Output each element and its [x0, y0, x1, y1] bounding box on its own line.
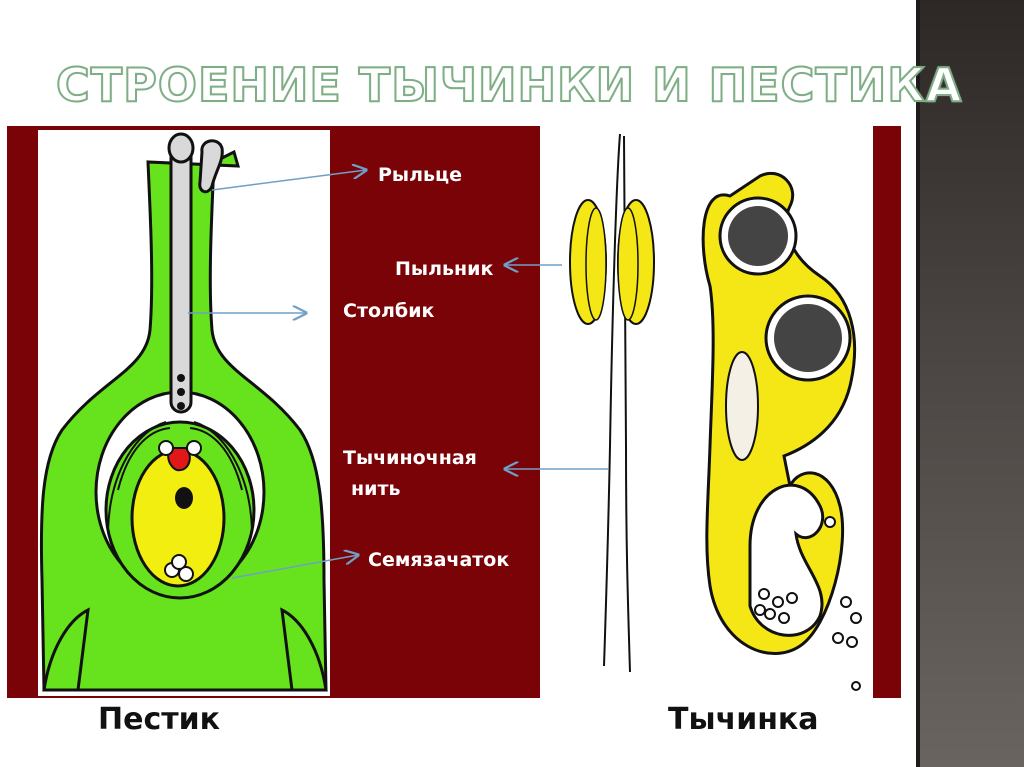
label-anther: Пыльник	[395, 258, 494, 280]
label-ovule: Семязачаток	[368, 549, 510, 571]
label-filament-line2: нить	[351, 478, 401, 500]
label-style: Столбик	[343, 300, 435, 322]
stamen-illustration	[540, 126, 680, 698]
pistil-illustration	[39, 132, 328, 692]
caption-stamen: Тычинка	[668, 702, 819, 737]
slide-title: СТРОЕНИЕ ТЫЧИНКИ И ПЕСТИКА	[55, 57, 963, 113]
label-stigma: Рыльце	[378, 164, 463, 186]
maroon-right-border	[873, 126, 901, 698]
caption-pistil: Пестик	[98, 702, 221, 737]
anther-cross-section	[680, 126, 870, 698]
label-filament-line1: Тычиночная	[343, 447, 477, 469]
decorative-side-strip	[916, 0, 1024, 767]
